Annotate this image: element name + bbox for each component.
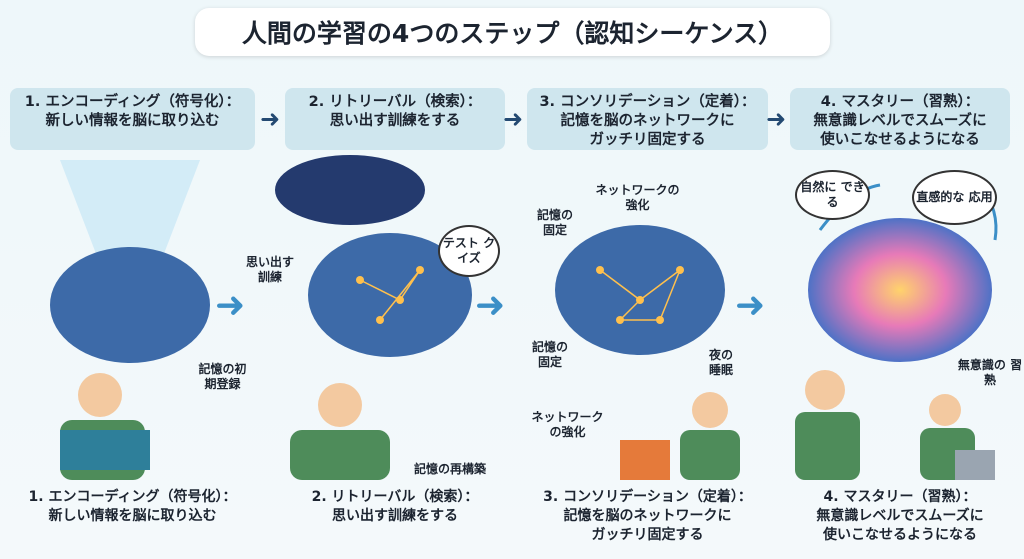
intuitive-bubble: 直感的な 応用 (912, 170, 997, 225)
caption-desc: 思い出す訓練をする (332, 508, 458, 524)
page-title: 人間の学習の4つのステップ（認知シーケンス） (195, 8, 830, 56)
arrow-icon: ➜ (503, 105, 524, 133)
caption-heading: 3. コンソリデーション（定着）： (543, 489, 752, 505)
test-quiz-bubble: テスト クイズ (438, 225, 500, 277)
arrow-icon: ➜ (260, 105, 281, 133)
step-heading: 3. コンソリデーション（定着）： (539, 94, 756, 110)
label-fixation-top: 記憶の固定 (536, 208, 573, 237)
step-desc: 思い出す訓練をする (329, 113, 461, 129)
caption-desc: 無意識レベルでスムーズに (816, 508, 984, 524)
label-network-top: ネットワークの強化 (595, 183, 680, 212)
arrow-icon: ➜ (475, 285, 506, 326)
arrow-icon: ➜ (215, 285, 246, 326)
brain-icon (50, 247, 210, 363)
brain-icon (808, 218, 992, 362)
step-desc: ガッチリ固定する (589, 132, 706, 148)
step-desc: 使いこなせるようになる (820, 132, 980, 148)
student-figure (60, 370, 995, 480)
caption-encoding: 1. エンコーディング（符号化）： 新しい情報を脳に取り込む (10, 488, 255, 526)
caption-desc: 使いこなせるようになる (823, 527, 977, 543)
label-fixation-mid: 記憶の固定 (531, 340, 568, 369)
caption-heading: 2. リトリーバル（検索）： (311, 489, 479, 505)
step-box-retrieval: 2. リトリーバル（検索）： 思い出す訓練をする (285, 88, 505, 150)
caption-heading: 1. エンコーディング（符号化）： (28, 489, 237, 505)
caption-desc: ガッチリ固定する (591, 527, 704, 543)
label-initial-registration: 記憶の初期登録 (198, 362, 247, 391)
step-heading: 1. エンコーディング（符号化）： (24, 94, 241, 110)
caption-retrieval: 2. リトリーバル（検索）： 思い出す訓練をする (285, 488, 505, 526)
brain-icon (555, 225, 725, 355)
step-desc: 記憶を脳のネットワークに (560, 113, 735, 129)
step-desc: 新しい情報を脳に取り込む (45, 113, 220, 129)
label-network-bottom: ネットワーク の強化 (531, 410, 604, 439)
step-box-consolidation: 3. コンソリデーション（定着）： 記憶を脳のネットワークにガッチリ固定する (527, 88, 768, 150)
light-beam (60, 160, 200, 290)
caption-consolidation: 3. コンソリデーション（定着）： 記憶を脳のネットワークにガッチリ固定する (527, 488, 768, 545)
label-reconstruction: 記憶の再構築 (413, 462, 486, 476)
step-desc: 無意識レベルでスムーズに (813, 113, 987, 129)
step-box-encoding: 1. エンコーディング（符号化）： 新しい情報を脳に取り込む (10, 88, 255, 150)
naturally-bubble: 自然に できる (795, 170, 870, 220)
caption-mastery: 4. マスタリー（習熟）： 無意識レベルでスムーズに使いこなせるようになる (790, 488, 1010, 545)
caption-desc: 新しい情報を脳に取り込む (48, 508, 217, 524)
label-unconscious: 無意識の 習熟 (957, 358, 1023, 387)
label-recall-training: 思い出す訓練 (245, 255, 294, 284)
step-box-mastery: 4. マスタリー（習熟）： 無意識レベルでスムーズに使いこなせるようになる (790, 88, 1010, 150)
caption-desc: 記憶を脳のネットワークに (563, 508, 732, 524)
arrow-icon: ➜ (766, 105, 787, 133)
caption-heading: 4. マスタリー（習熟）： (823, 489, 977, 505)
arrow-icon: ➜ (735, 285, 766, 326)
label-night-sleep: 夜の睡眠 (708, 348, 733, 377)
step-heading: 2. リトリーバル（検索）： (308, 94, 482, 110)
step-heading: 4. マスタリー（習熟）： (820, 94, 980, 110)
thought-bubble (275, 155, 425, 225)
